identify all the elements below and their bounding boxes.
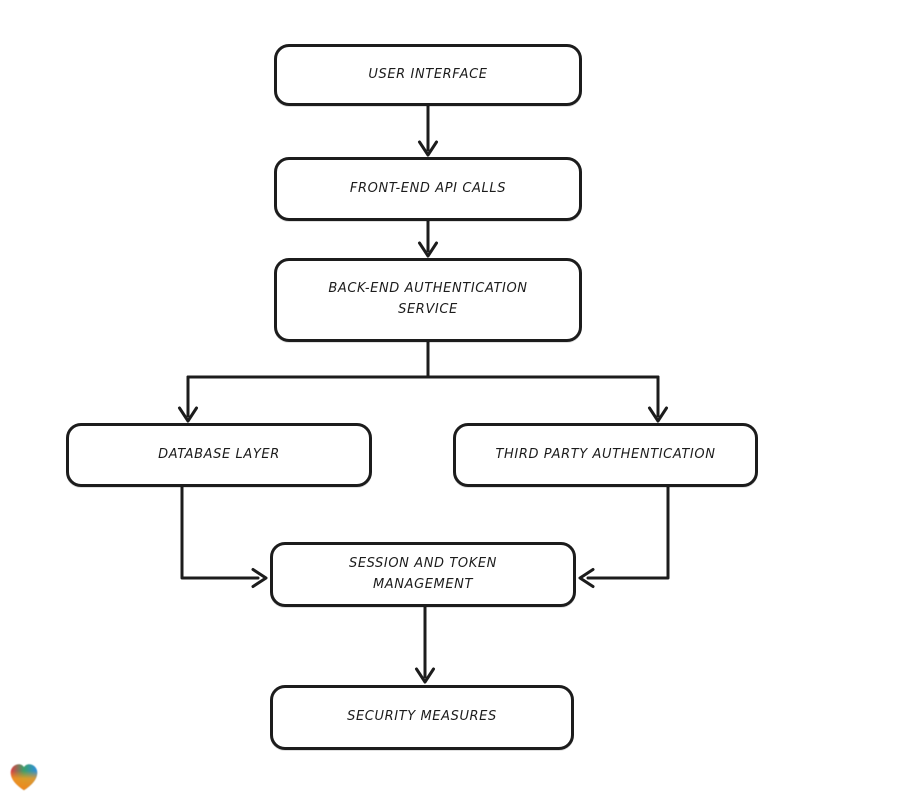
node-security-measures: SECURITY MEASURES bbox=[270, 685, 574, 750]
edge-user-interface-to-front-end-api-calls bbox=[418, 104, 438, 157]
node-label: DATABASE LAYER bbox=[158, 446, 280, 462]
node-front-end-api-calls: FRONT-END API CALLS bbox=[274, 157, 582, 221]
node-label: SESSION AND TOKEN MANAGEMENT bbox=[348, 555, 498, 592]
edge-front-end-api-calls-to-back-end-authentication-service bbox=[418, 219, 438, 258]
heart-icon[interactable] bbox=[7, 760, 41, 794]
node-label: THIRD PARTY AUTHENTICATION bbox=[495, 446, 716, 462]
node-label: SECURITY MEASURES bbox=[347, 709, 497, 725]
node-back-end-authentication-service: BACK-END AUTHENTICATION SERVICE bbox=[274, 258, 582, 342]
node-database-layer: DATABASE LAYER bbox=[66, 423, 372, 487]
node-session-and-token-management: SESSION AND TOKEN MANAGEMENT bbox=[270, 542, 576, 607]
edge-database-layer-to-session-management bbox=[180, 485, 268, 588]
arrowhead-left-icon bbox=[578, 568, 595, 588]
edge-back-end-to-database-layer-and-third-party bbox=[178, 340, 668, 423]
arrowhead-down-icon bbox=[415, 667, 435, 684]
node-third-party-authentication: THIRD PARTY AUTHENTICATION bbox=[453, 423, 758, 487]
arrowhead-down-icon bbox=[648, 406, 668, 423]
edge-third-party-to-session-management bbox=[578, 485, 670, 588]
node-label: BACK-END AUTHENTICATION SERVICE bbox=[328, 281, 528, 317]
arrowhead-down-icon bbox=[418, 241, 438, 258]
arrowhead-right-icon bbox=[251, 568, 268, 588]
arrowhead-down-icon bbox=[418, 140, 438, 157]
node-user-interface: USER INTERFACE bbox=[274, 44, 582, 106]
edge-session-management-to-security-measures bbox=[415, 605, 435, 684]
arrowhead-down-icon bbox=[178, 406, 198, 423]
node-label: USER INTERFACE bbox=[368, 66, 488, 82]
node-label: FRONT-END API CALLS bbox=[349, 180, 507, 196]
